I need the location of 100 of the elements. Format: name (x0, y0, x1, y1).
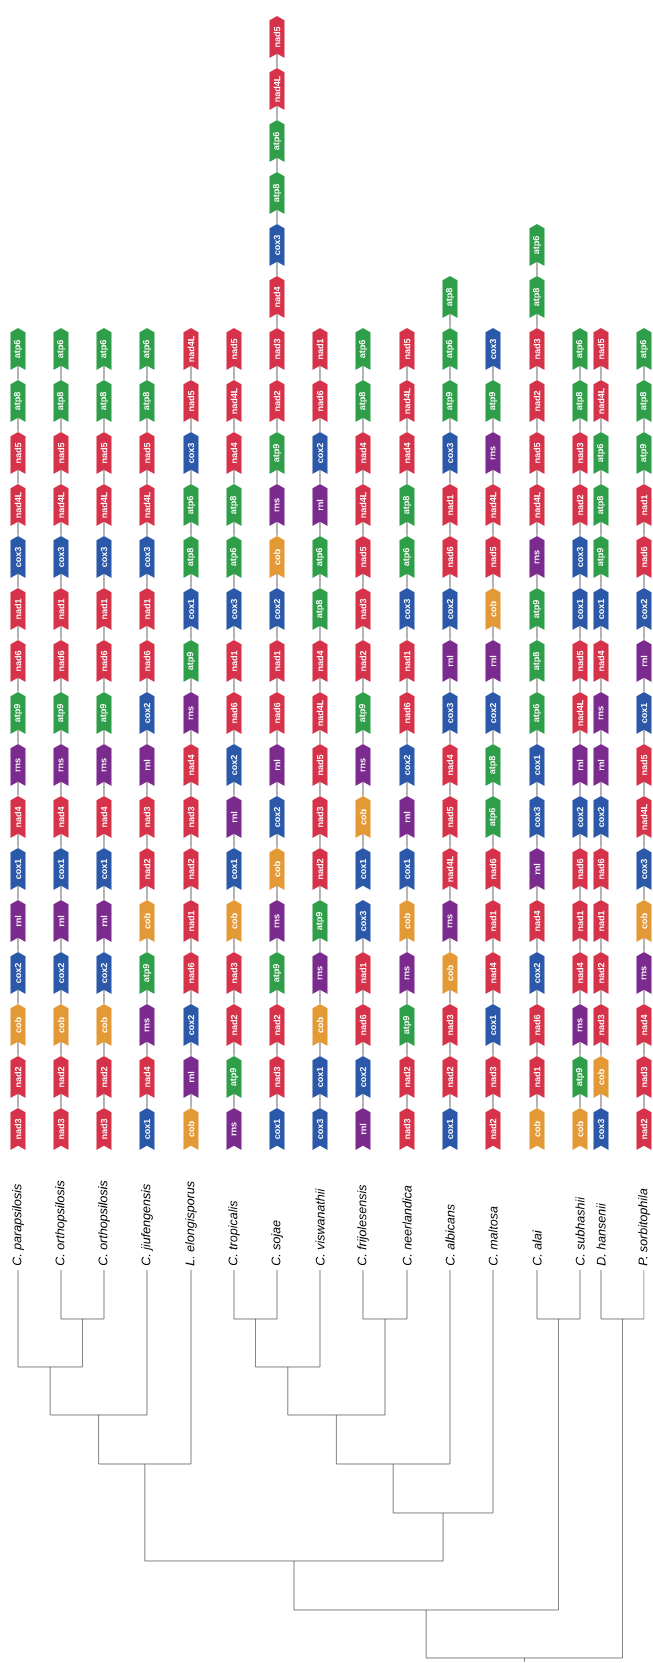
species-name: C. tropicalis (228, 1200, 240, 1266)
connector-line (449, 937, 451, 953)
gene-block: cox1 (10, 848, 26, 890)
connector-line (276, 937, 278, 953)
gene-block: nad4L (529, 484, 545, 526)
gene-block: nad4 (355, 432, 371, 474)
gene-block: atp8 (529, 640, 545, 682)
connector-line (276, 729, 278, 745)
connector-line (103, 781, 105, 797)
gene-block: rns (96, 744, 112, 786)
gene-block: nad3 (269, 328, 285, 370)
gene-block: cox3 (226, 588, 242, 630)
gene-block: nad6 (139, 640, 155, 682)
connector-line (319, 521, 321, 537)
gene-block: nad2 (139, 848, 155, 890)
gene-block: cox3 (269, 224, 285, 266)
gene-block: atp9 (10, 692, 26, 734)
connector-line (579, 781, 581, 797)
connector-line (190, 729, 192, 745)
connector-line (146, 937, 148, 953)
gene-block: nad5 (10, 432, 26, 474)
connector-line (449, 521, 451, 537)
connector-line (233, 989, 235, 1005)
connector-line (579, 677, 581, 693)
connector-line (579, 833, 581, 849)
connector-line (406, 1041, 408, 1057)
gene-block: cox2 (53, 952, 69, 994)
connector-line (60, 729, 62, 745)
connector-line (276, 105, 278, 121)
gene-block: atp6 (269, 120, 285, 162)
gene-block: rns (355, 744, 371, 786)
gene-block: rns (53, 744, 69, 786)
connector-line (146, 1041, 148, 1057)
gene-block: atp6 (226, 536, 242, 578)
gene-block: cox1 (53, 848, 69, 890)
gene-block: nad2 (593, 952, 609, 994)
gene-block: cox2 (636, 588, 652, 630)
gene-block: nad5 (593, 328, 609, 370)
connector-line (60, 573, 62, 589)
connector-line (406, 937, 408, 953)
connector-line (600, 625, 602, 641)
connector-line (492, 625, 494, 641)
gene-block: rnl (485, 640, 501, 682)
connector-line (579, 417, 581, 433)
connector-line (362, 417, 364, 433)
connector-line (190, 1041, 192, 1057)
connector-line (276, 677, 278, 693)
gene-block: nad3 (10, 1108, 26, 1150)
gene-block: atp9 (183, 640, 199, 682)
connector-line (579, 625, 581, 641)
connector-line (103, 365, 105, 381)
connector-line (492, 833, 494, 849)
connector-line (362, 521, 364, 537)
connector-line (190, 937, 192, 953)
connector-line (643, 937, 645, 953)
gene-block: nad5 (269, 16, 285, 58)
connector-line (536, 677, 538, 693)
connector-line (643, 729, 645, 745)
gene-block: atp8 (53, 380, 69, 422)
connector-line (103, 885, 105, 901)
connector-line (17, 625, 19, 641)
gene-block: nad4L (399, 380, 415, 422)
connector-line (600, 417, 602, 433)
connector-line (103, 677, 105, 693)
gene-block: nad4 (399, 432, 415, 474)
gene-block: atp8 (529, 276, 545, 318)
connector-line (103, 521, 105, 537)
gene-block: nad4L (572, 692, 588, 734)
connector-line (17, 1093, 19, 1109)
gene-block: nad6 (399, 692, 415, 734)
gene-block: atp6 (96, 328, 112, 370)
connector-line (146, 781, 148, 797)
gene-block: nad5 (572, 640, 588, 682)
connector-line (146, 365, 148, 381)
connector-line (643, 781, 645, 797)
gene-block: rns (636, 952, 652, 994)
gene-block: nad6 (485, 848, 501, 890)
gene-block: cox3 (442, 432, 458, 474)
connector-line (643, 1041, 645, 1057)
connector-line (276, 625, 278, 641)
connector-line (449, 365, 451, 381)
connector-line (406, 885, 408, 901)
connector-line (579, 1093, 581, 1109)
gene-block: cob (96, 1004, 112, 1046)
gene-block: nad2 (269, 1004, 285, 1046)
connector-line (276, 417, 278, 433)
gene-block: atp8 (636, 380, 652, 422)
species-name: C. sojae (271, 1220, 283, 1266)
gene-block: nad1 (442, 484, 458, 526)
connector-line (643, 365, 645, 381)
gene-block: cox2 (183, 1004, 199, 1046)
gene-block: cox3 (485, 328, 501, 370)
connector-line (233, 521, 235, 537)
gene-block: cox3 (355, 900, 371, 942)
connector-line (449, 469, 451, 485)
gene-block: nad4 (53, 796, 69, 838)
gene-block: cob (10, 1004, 26, 1046)
connector-line (600, 833, 602, 849)
gene-block: nad4L (355, 484, 371, 526)
connector-line (449, 1041, 451, 1057)
